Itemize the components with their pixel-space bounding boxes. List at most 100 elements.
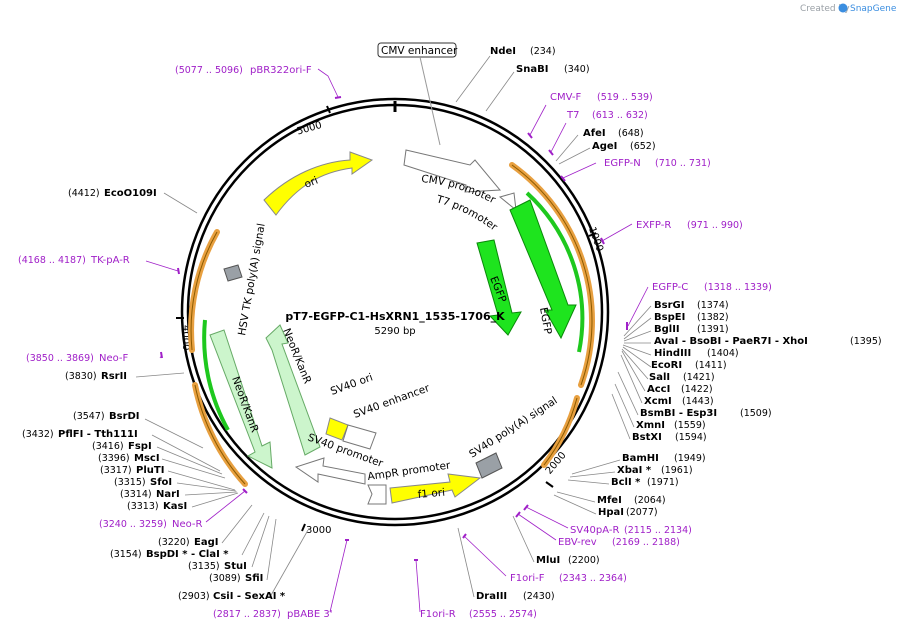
primer-f1ori-r-name: F1ori-R	[420, 609, 456, 620]
enzyme-pluti-pos: (3317)	[100, 465, 132, 476]
feature-ori: ori	[303, 175, 320, 191]
enzyme-bspdi-group-pos: (3154)	[110, 549, 142, 560]
egfp-outer-arrow	[509, 199, 577, 340]
enzyme-avai-group-pos: (1395)	[850, 336, 882, 347]
primer-f1ori-r-range: (2555 .. 2574)	[469, 609, 537, 620]
enzyme-bsmbi-group-pos: (1509)	[740, 408, 772, 419]
neo-inner-arrow	[265, 324, 321, 456]
enzyme-fspi-pos: (3416)	[92, 441, 124, 452]
enzyme-draiii-pos: (2430)	[523, 591, 555, 602]
sv40-promoter-arrow	[294, 457, 366, 485]
sv40-enhancer-box	[342, 424, 377, 450]
enzyme-bsrgi-pos: (1374)	[697, 300, 729, 311]
feature-arrows	[209, 149, 577, 505]
primer-exfp-r-name: EXFP-R	[636, 220, 671, 231]
primer-sv40pa-r-range: (2115 .. 2134)	[624, 525, 692, 536]
enzyme-eagi: EagI	[194, 537, 218, 548]
enzyme-bstxi-pos: (1594)	[675, 432, 707, 443]
primer-pbabe-range: (2817 .. 2837)	[213, 609, 281, 620]
enzyme-mlui-pos: (2200)	[568, 555, 600, 566]
primer-labels: (5077 .. 5096) pBR322ori-F CMV-F (519 ..…	[18, 65, 772, 620]
enzyme-ecoo109i: EcoO109I	[104, 188, 157, 199]
enzyme-bsrdi: BsrDI	[109, 411, 140, 422]
enzyme-snabi: SnaBI	[516, 64, 548, 75]
enzyme-xbai-pos: (1961)	[661, 465, 693, 476]
enzyme-acci: AccI	[647, 384, 670, 395]
enzyme-ecori: EcoRI	[651, 360, 682, 371]
enzyme-hindiii-pos: (1404)	[707, 348, 739, 359]
enzyme-pluti: PluTI	[136, 465, 164, 476]
enzyme-bstxi: BstXI	[632, 432, 662, 443]
primer-cmv-f-range: (519 .. 539)	[597, 92, 653, 103]
cmv-enhancer-box	[377, 42, 457, 58]
primer-egfp-n-range: (710 .. 731)	[655, 158, 711, 169]
feature-cmv-enhancer: CMV enhancer	[381, 45, 458, 57]
enzyme-ecoo109i-pos: (4412)	[68, 188, 100, 199]
enzyme-avai-group: AvaI - BsoBI - PaeR7I - XhoI	[654, 336, 808, 347]
enzyme-bsrdi-pos: (3547)	[73, 411, 105, 422]
enzyme-hindiii: HindIII	[654, 348, 691, 359]
primer-neo-r-range: (3240 .. 3259)	[99, 519, 167, 530]
enzyme-mfei-pos: (2064)	[634, 495, 666, 506]
enzyme-mlui: MluI	[536, 555, 560, 566]
enzyme-sfoi: SfoI	[150, 477, 172, 488]
ampr-promoter-arrow	[367, 484, 387, 505]
enzyme-hpai-pos: (2077)	[626, 507, 658, 518]
primer-egfp-n-name: EGFP-N	[604, 158, 641, 169]
enzyme-snabi-pos: (340)	[564, 64, 590, 75]
primer-exfp-r-range: (971 .. 990)	[687, 220, 743, 231]
enzyme-ecori-pos: (1411)	[695, 360, 727, 371]
enzyme-labels: NdeI (234) SnaBI (340) AfeI (648) AgeI (…	[22, 46, 882, 602]
enzyme-kasi-pos: (3313)	[127, 501, 159, 512]
enzyme-hpai: HpaI	[598, 507, 624, 518]
enzyme-msci: MscI	[134, 453, 160, 464]
svg-text:SnapGene: SnapGene	[850, 4, 897, 14]
primer-ticks	[160, 96, 628, 561]
enzyme-ndei-pos: (234)	[530, 46, 556, 57]
enzyme-bspei-pos: (1382)	[697, 312, 729, 323]
plasmid-title: pT7-EGFP-C1-HsXRN1_1535-1706_K 5290 bp	[285, 310, 505, 337]
primer-lines	[145, 68, 649, 613]
ori-arrow	[263, 151, 374, 216]
enzyme-sali: SalI	[649, 372, 670, 383]
feature-egfp-outer: EGFP	[537, 306, 554, 335]
enzyme-afei: AfeI	[583, 128, 606, 139]
enzyme-stui: StuI	[224, 561, 247, 572]
primer-egfp-c-range: (1318 .. 1339)	[704, 282, 772, 293]
enzyme-bspdi-group: BspDI * - ClaI *	[146, 549, 229, 560]
enzyme-agei-pos: (652)	[630, 141, 656, 152]
primer-neo-f-range: (3850 .. 3869)	[26, 353, 94, 364]
enzyme-bcli-pos: (1971)	[647, 477, 679, 488]
feature-sv40-enhancer: SV40 enhancer	[352, 382, 432, 421]
primer-t7-range: (613 .. 632)	[592, 110, 648, 121]
enzyme-sali-pos: (1421)	[683, 372, 715, 383]
enzyme-pflfi-group-pos: (3432)	[22, 429, 54, 440]
primer-tk-pa-r-range: (4168 .. 4187)	[18, 255, 86, 266]
enzyme-xbai: XbaI *	[617, 465, 652, 476]
enzyme-ndei: NdeI	[490, 46, 516, 57]
enzyme-sfoi-pos: (3315)	[114, 477, 146, 488]
feature-sv40-ori: SV40 ori	[329, 371, 375, 397]
enzyme-afei-pos: (648)	[618, 128, 644, 139]
enzyme-lines	[135, 55, 652, 598]
enzyme-xcmi-pos: (1443)	[682, 396, 714, 407]
enzyme-nari: NarI	[156, 489, 180, 500]
enzyme-xcmi: XcmI	[644, 396, 672, 407]
hsv-tk-box	[223, 264, 243, 282]
enzyme-csii-group-pos: (2903)	[178, 591, 210, 602]
primer-ebv-rev-range: (2169 .. 2188)	[612, 537, 680, 548]
ruler-3000: 3000	[306, 525, 331, 536]
enzyme-stui-pos: (3135)	[188, 561, 220, 572]
enzyme-rsrii: RsrII	[101, 371, 127, 382]
orange-arc-inner	[190, 164, 593, 485]
enzyme-msci-pos: (3396)	[98, 453, 130, 464]
plasmid-name: pT7-EGFP-C1-HsXRN1_1535-1706_K	[285, 310, 505, 323]
enzyme-nari-pos: (3314)	[120, 489, 152, 500]
plasmid-length: 5290 bp	[374, 326, 415, 337]
enzyme-xmni: XmnI	[636, 420, 665, 431]
egfp-inner-arrow	[476, 239, 522, 336]
enzyme-bspei: BspEI	[654, 312, 685, 323]
enzyme-agei: AgeI	[592, 141, 617, 152]
enzyme-bcli: BclI *	[611, 477, 641, 488]
primer-pbr322ori-range: (5077 .. 5096)	[175, 65, 243, 76]
